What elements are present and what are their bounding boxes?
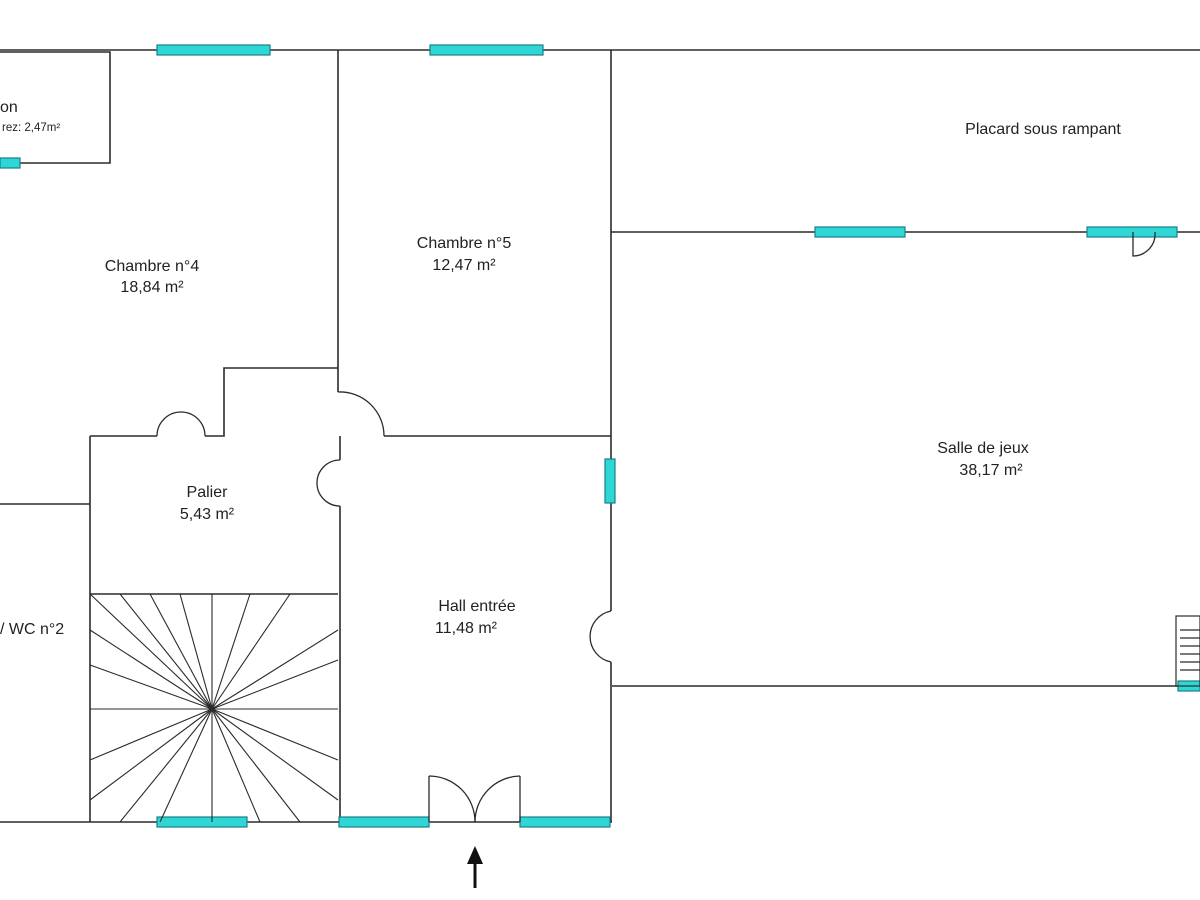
wall-ch4-bottom bbox=[205, 367, 338, 437]
label-palier-name: Palier bbox=[187, 484, 229, 501]
label-top-left-cut: on bbox=[0, 99, 18, 116]
label-palier-area: 5,43 m² bbox=[180, 506, 235, 523]
window-closet bbox=[0, 157, 21, 169]
label-chambre4-name: Chambre n°4 bbox=[105, 258, 200, 275]
label-salle-jeux-area: 38,17 m² bbox=[959, 462, 1023, 479]
external-steps bbox=[1175, 615, 1200, 687]
label-placard: Placard sous rampant bbox=[965, 121, 1121, 138]
label-chambre5-area: 12,47 m² bbox=[432, 257, 496, 274]
door-entrance-right bbox=[474, 775, 521, 823]
window-stair-bottom bbox=[156, 816, 248, 828]
door-palier-hall bbox=[316, 459, 341, 507]
door-hall-salle bbox=[589, 610, 612, 663]
door-ch5 bbox=[337, 391, 385, 437]
arrow-up-icon bbox=[467, 846, 483, 888]
window-hall-bottom-right bbox=[519, 816, 611, 828]
window-placard-2 bbox=[1086, 226, 1178, 238]
door-ch4 bbox=[156, 411, 206, 437]
label-hall-name: Hall entrée bbox=[438, 598, 515, 615]
door-placard bbox=[1132, 231, 1156, 257]
label-chambre5-name: Chambre n°5 bbox=[417, 235, 512, 252]
wall-closet bbox=[0, 51, 111, 164]
window-hall-bottom-left bbox=[338, 816, 430, 828]
label-hall-area: 11,48 m² bbox=[435, 620, 498, 637]
label-salle-jeux-name: Salle de jeux bbox=[937, 440, 1029, 457]
door-entrance-left bbox=[428, 775, 476, 823]
staircase bbox=[89, 593, 339, 823]
window-ch5-top bbox=[429, 44, 544, 56]
window-hall-right bbox=[604, 458, 616, 504]
window-ch4-top bbox=[156, 44, 271, 56]
label-top-left-cut-sub: rez: 2,47m² bbox=[2, 122, 60, 134]
label-chambre4-area: 18,84 m² bbox=[120, 279, 184, 296]
window-placard-1 bbox=[814, 226, 906, 238]
label-sdb-cut: / WC n°2 bbox=[0, 621, 64, 638]
